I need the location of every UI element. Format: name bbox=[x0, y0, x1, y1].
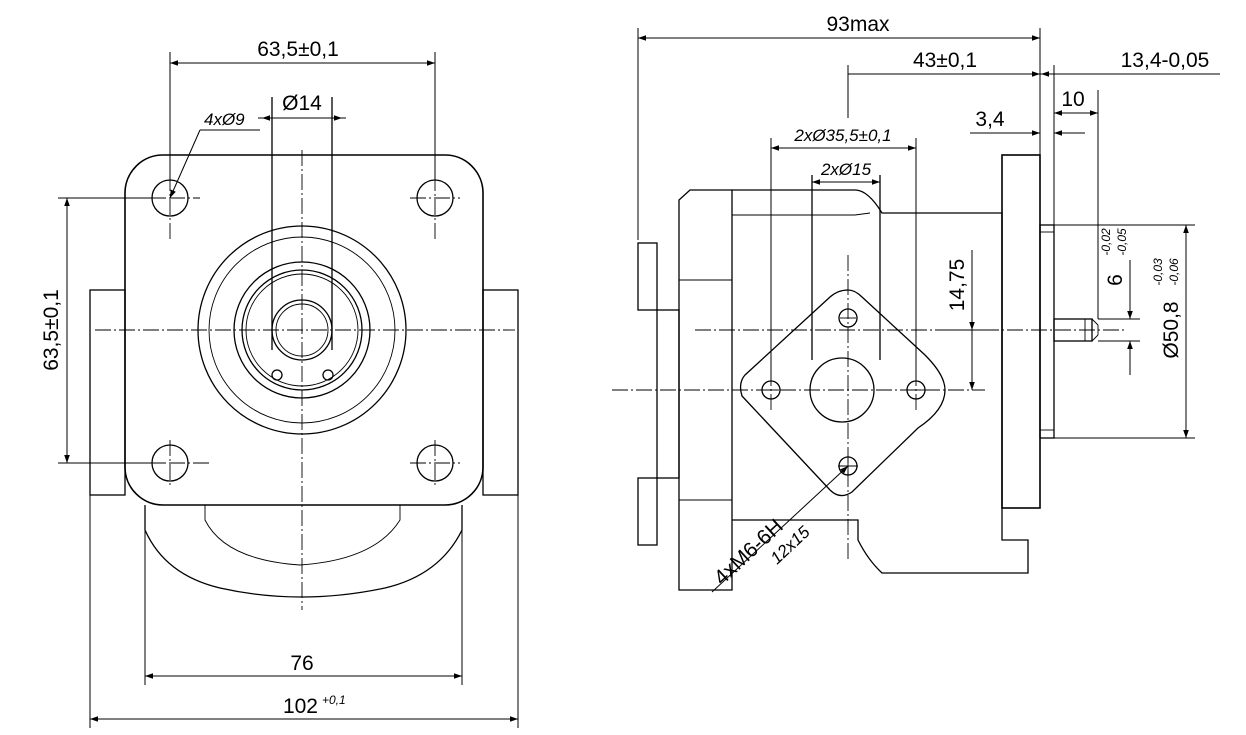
front-view: 63,5±0,1 Ø14 4xØ9 63,5±0,1 76 102 +0,1 bbox=[40, 38, 519, 728]
front-dim-width-76: 76 bbox=[290, 652, 313, 675]
front-dim-height-holes: 63,5±0,1 bbox=[40, 289, 63, 371]
side-dim-pilot: Ø50,8 bbox=[1160, 301, 1183, 358]
front-dim-shaft: Ø14 bbox=[282, 92, 322, 115]
side-dim-3-4: 3,4 bbox=[975, 108, 1005, 131]
side-dim-6-tol-upper: -0,02 bbox=[1099, 228, 1113, 256]
side-rib-top bbox=[637, 242, 658, 311]
front-dim-holes-note: 4xØ9 bbox=[204, 110, 245, 129]
front-lower-recess bbox=[204, 505, 401, 566]
side-dim-pilot-tol-upper: -0,03 bbox=[1151, 258, 1165, 286]
side-dim-13-4: 13,4-0,05 bbox=[1121, 49, 1210, 72]
side-dim-ports-small: 2xØ15 bbox=[820, 160, 872, 179]
side-dim-6-tol-lower: -0,05 bbox=[1115, 228, 1129, 256]
front-dim-width-holes: 63,5±0,1 bbox=[257, 38, 339, 61]
side-flange bbox=[1001, 154, 1041, 509]
side-pilot bbox=[1039, 224, 1055, 439]
side-dim-14-75: 14,75 bbox=[946, 259, 969, 312]
front-small-dot-right bbox=[322, 369, 334, 381]
side-dim-6: 6 bbox=[1104, 274, 1127, 286]
side-dim-10: 10 bbox=[1061, 88, 1084, 111]
leader-holes bbox=[169, 129, 201, 199]
side-dim-overall: 93max bbox=[826, 13, 890, 36]
front-small-dot-left bbox=[271, 369, 283, 381]
side-dim-43: 43±0,1 bbox=[913, 49, 977, 72]
front-left-port-boss bbox=[89, 289, 126, 496]
side-rear-step bbox=[656, 309, 680, 479]
leader-thread bbox=[711, 465, 849, 593]
side-dim-ports-big: 2xØ35,5±0,1 bbox=[793, 126, 891, 145]
front-lower-body bbox=[144, 505, 463, 598]
front-right-port-boss bbox=[482, 289, 519, 496]
front-dim-width-102: 102 bbox=[283, 695, 318, 718]
front-dim-width-102-tol: +0,1 bbox=[322, 693, 346, 707]
side-main-body bbox=[732, 189, 1029, 574]
side-port-flange bbox=[739, 289, 946, 497]
side-dim-pilot-tol-lower: -0,06 bbox=[1167, 258, 1181, 286]
side-view: 93max 43±0,1 13,4-0,05 10 3,4 2xØ35,5±0,… bbox=[612, 13, 1220, 593]
side-rib-bottom bbox=[637, 477, 658, 546]
